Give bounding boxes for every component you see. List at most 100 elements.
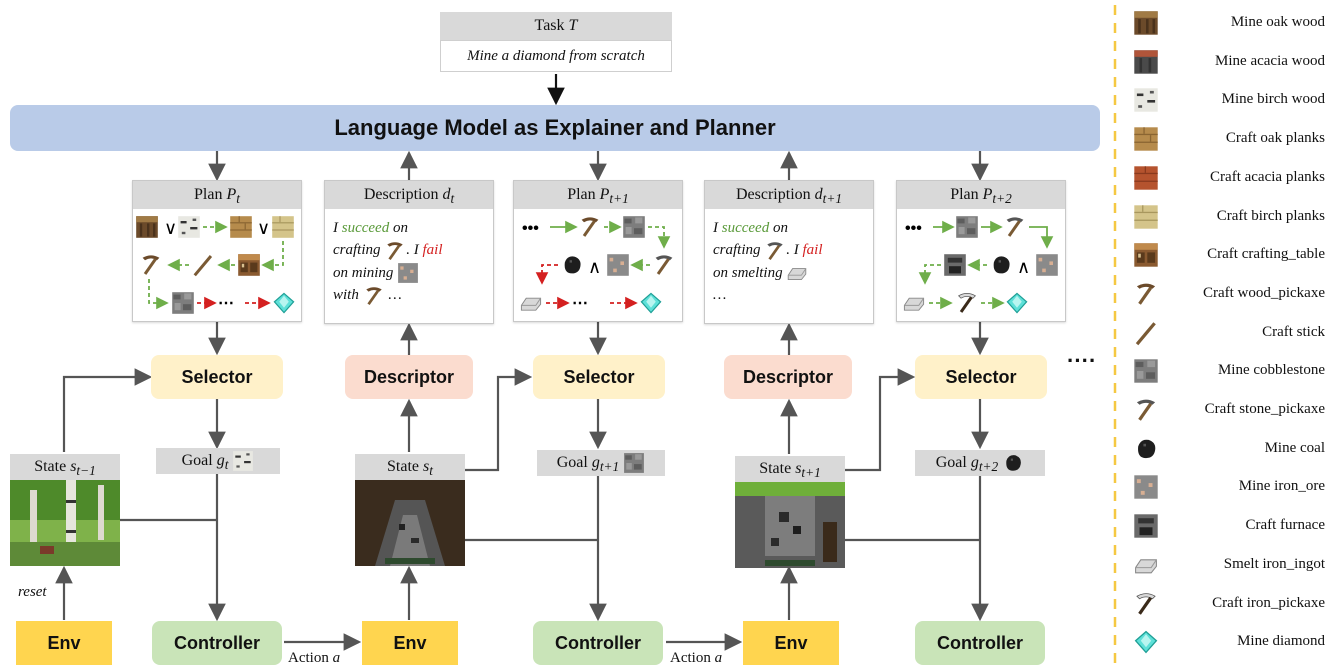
description-header-t: Description dt [325, 181, 493, 209]
descriptor-node-1: Descriptor [345, 355, 473, 399]
coal-icon [564, 256, 581, 274]
selector-node-2: Selector [533, 355, 665, 399]
legend-label: Craft wood_pickaxe [1202, 284, 1325, 301]
and-symbol: ∧ [588, 257, 601, 277]
stone-pickaxe-icon [655, 255, 673, 275]
env-node-1: Env [16, 621, 112, 665]
diamond-icon [273, 292, 295, 314]
legend-label: Craft iron_pickaxe [1212, 594, 1325, 611]
iron-ingot-icon [786, 262, 808, 284]
stone-pickaxe-icon [764, 240, 786, 262]
cobblestone-icon [172, 292, 194, 314]
legend-label: Mine diamond [1237, 633, 1325, 650]
iron-ore-icon [1036, 254, 1058, 276]
oak-planks-icon [230, 216, 252, 238]
language-model-bar: Language Model as Explainer and Planner [10, 105, 1100, 151]
acacia-log-icon [1134, 49, 1158, 74]
wood-pickaxe-icon [581, 217, 599, 237]
iron-ingot-icon [1135, 559, 1157, 574]
furnace-icon [944, 254, 966, 276]
birch-planks-icon [1134, 204, 1158, 229]
task-text: Mine a diamond from scratch [440, 40, 672, 72]
iron-pickaxe-icon [1136, 592, 1156, 615]
legend-label: Mine oak wood [1230, 14, 1325, 30]
state-screenshot-birch-forest [10, 480, 120, 566]
legend-label: Craft oak planks [1225, 130, 1325, 147]
description-header-t1: Description dt+1 [705, 181, 873, 209]
selector-node-3: Selector [915, 355, 1047, 399]
diamond-icon [1006, 292, 1028, 314]
state-label-t1: State st+1 [735, 456, 845, 482]
birch-planks-icon [272, 216, 294, 238]
oak-log-icon [136, 216, 158, 238]
stone-pickaxe-icon [1006, 217, 1024, 237]
wood-pickaxe-icon [384, 240, 406, 262]
env-node-3: Env [743, 621, 839, 665]
legend-label: Craft acacia planks [1210, 168, 1325, 185]
stick-icon [193, 255, 213, 277]
reset-label: reset [18, 584, 47, 600]
iron-ingot-icon [903, 297, 925, 311]
birch-log-icon [1134, 88, 1158, 113]
oak-planks-icon [1134, 127, 1158, 151]
cobblestone-icon [623, 216, 645, 238]
plan-ellipsis: ⋯ [218, 295, 234, 312]
goal-label-t2: Goal gt+2 [915, 450, 1045, 476]
iron-ore-icon [607, 254, 629, 276]
plan-header-t2: Plan Pt+2 [897, 181, 1065, 209]
and-symbol: ∧ [1017, 257, 1030, 277]
legend-label: Craft stone_pickaxe [1204, 401, 1325, 417]
legend-label: Smelt iron_ingot [1223, 555, 1325, 572]
plan-ellipsis-start: ••• [905, 220, 922, 237]
descriptor-node-2: Descriptor [724, 355, 852, 399]
env-node-2: Env [362, 621, 458, 665]
legend-label: Mine cobblestone [1217, 362, 1325, 379]
iron-pickaxe-icon [957, 292, 977, 314]
plan-card-t1: Plan Pt+1 ••• ∧ ⋯ [513, 180, 683, 322]
description-text-t: I succeed on crafting . I fail on mining… [325, 209, 493, 307]
plan-graph-t2: ••• ∧ [903, 216, 1058, 314]
controller-node-1: Controller [152, 621, 282, 665]
legend-label: Mine iron_ore [1238, 478, 1325, 495]
state-label-t: State st [355, 454, 465, 480]
controller-node-3: Controller [915, 621, 1045, 665]
action-label-1: Action a [288, 650, 341, 666]
iron-ingot-icon [520, 297, 542, 311]
plan-graph-t: ∨ ∨ ⋯ [136, 216, 295, 314]
state-label-t-1: State st−1 [10, 454, 120, 480]
coal-icon [1002, 452, 1024, 474]
legend-label: Mine birch wood [1221, 91, 1325, 108]
state-screenshot-stone-wall [735, 482, 845, 568]
legend-label: Craft stick [1262, 323, 1325, 340]
description-card-t1: Description dt+1 I succeed on crafting .… [704, 180, 874, 324]
legend-label: Mine acacia wood [1215, 52, 1325, 69]
continuation-ellipsis: ···· [1067, 348, 1097, 373]
wood-pickaxe-icon [1136, 283, 1156, 305]
birch-log-icon [232, 450, 254, 472]
goal-label-t: Goal gt [156, 448, 280, 474]
controller-node-2: Controller [533, 621, 663, 665]
or-symbol-2: ∨ [257, 218, 270, 238]
oak-log-icon [1134, 11, 1158, 35]
crafting-table-icon [238, 254, 260, 276]
iron-ore-icon [397, 262, 419, 284]
plan-card-t: Plan Pt ∨ ∨ ⋯ [132, 180, 302, 322]
description-text-t1: I succeed on crafting . I fail on smelti… [713, 220, 823, 304]
goal-label-t1: Goal gt+1 [537, 450, 665, 476]
legend-label: Craft furnace [1245, 517, 1325, 534]
diamond-icon [1134, 631, 1158, 654]
wood-pickaxe-icon [142, 255, 160, 275]
description-card-t: Description dt I succeed on crafting . I… [324, 180, 494, 324]
task-header: Task T [440, 12, 672, 40]
or-symbol-1: ∨ [164, 218, 177, 238]
coal-icon [1138, 439, 1156, 458]
legend-label: Craft birch planks [1216, 207, 1325, 224]
legend-label: Craft crafting_table [1207, 246, 1325, 263]
plan-card-t2: Plan Pt+2 ••• ∧ [896, 180, 1066, 322]
action-label-2: Action a [670, 650, 723, 666]
birch-log-icon [178, 216, 200, 238]
stick-icon [1135, 321, 1156, 345]
selector-node-1: Selector [151, 355, 283, 399]
diamond-icon [640, 292, 662, 314]
